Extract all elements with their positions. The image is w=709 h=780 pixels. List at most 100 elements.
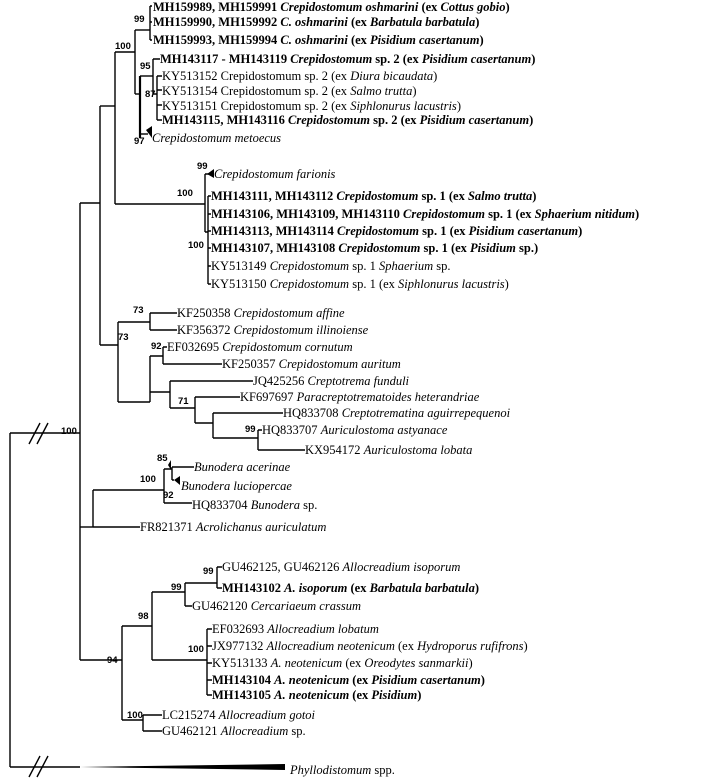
taxon-name-italic: Bunodera acerinae [194,460,291,474]
tip-label: FR821371 Acrolichanus auriculatum [140,520,326,534]
tip-label: KY513152 Crepidostomum sp. 2 (ex Diura b… [162,69,437,83]
taxon-name-italic: Salmo trutta [350,84,413,98]
label-text: FR821371 [140,520,196,534]
taxon-name-italic: Crepidostomum [269,259,350,273]
support-value: 99 [203,566,214,577]
tip-label: Crepidostomum farionis [214,167,335,181]
taxon-name-italic: A. isoporum [284,581,348,595]
support-value: 100 [188,240,204,251]
support-value: 85 [157,453,168,464]
taxon-name-italic: Pisidium [470,241,516,255]
tip-label: MH159990, MH159992 C. oshmarini (ex Barb… [153,15,479,29]
taxon-name-italic: Pisidium casertanum [370,33,480,47]
label-text: sp. [433,259,451,273]
tip-label: HQ833708 Creptotrematina aguirrepequenoi [283,406,510,420]
tip-label: GU462121 Allocreadium sp. [162,724,306,738]
tip-label: MH143105 A. neotenicum (ex Pisidium) [212,688,421,702]
taxon-name-italic: Phyllodistomum [290,763,372,777]
taxon-name-italic: Creptotrema funduli [307,374,410,388]
label-text: ) [433,69,438,83]
label-text: MH143107, MH143108 [211,241,339,255]
label-text: ) [523,639,528,653]
taxon-name-italic: Cottus gobio [440,0,506,14]
label-text: MH159989, MH159991 [153,0,281,14]
label-text: ) [474,581,480,595]
support-value: 95 [140,61,151,72]
label-text: KF697697 [240,390,297,404]
tip-label: MH143111, MH143112 Crepidostomum sp. 1 (… [211,189,536,203]
taxon-name-italic: Diura bicaudata [350,69,434,83]
tip-label: KY513149 Crepidostomum sp. 1 Sphaerium s… [211,259,451,273]
label-text: KY513151 Crepidostomum sp. 2 (ex [162,99,351,113]
taxon-name-italic: Crepidostomum oshmarini [280,0,419,14]
label-text: MH159990, MH159992 [153,15,281,29]
label-text: HQ833708 [283,406,342,420]
label-text: sp.) [515,241,539,255]
taxon-name-italic: C. oshmarini [280,33,348,47]
label-text: ) [635,207,640,221]
support-value: 99 [245,424,256,435]
taxon-name-italic: Allocreadium neotenicum [266,639,395,653]
label-text: KX954172 [305,443,364,457]
support-value: 100 [127,710,143,721]
taxon-name-italic: Crepidostomum [337,224,420,238]
taxon-name-italic: Crepidostomum auritum [278,357,401,371]
taxon-name-italic: Crepidostomum [336,189,419,203]
tip-label: KF250357 Crepidostomum auritum [222,357,401,371]
tip-label: Crepidostomum metoecus [152,131,281,145]
taxon-name-italic: Pisidium casertanum [468,224,579,238]
label-text: ) [412,84,417,98]
tip-label: MH143106, MH143109, MH143110 Crepidostom… [211,207,639,221]
label-text: ) [468,656,473,670]
label-text: (ex [342,656,365,670]
support-value: 98 [138,611,149,622]
taxon-name-italic: Siphlonurus lacustris [350,99,457,113]
taxon-name-italic: Barbatula barbatula [369,581,475,595]
label-text: sp. 1 (ex [418,189,468,203]
support-value: 73 [133,305,144,316]
taxon-name-italic: Bunodera luciopercae [181,479,292,493]
label-text: ) [505,0,510,14]
taxon-name-italic: Crepidostomum illinoiense [233,323,369,337]
taxon-name-italic: Auriculostoma astyanace [320,423,448,437]
label-text: ) [480,673,485,687]
taxon-name-italic: Pisidium casertanum [371,673,481,687]
label-text: spp. [371,763,395,777]
label-text: sp. 1 (ex [349,277,399,291]
label-text: KY513154 Crepidostomum sp. 2 (ex [162,84,351,98]
taxon-name-italic: Crepidostomum [290,52,373,66]
taxon-name-italic: Allocreadium [220,724,289,738]
support-value: 97 [134,136,145,147]
label-text: sp. [300,498,318,512]
label-text: GU462121 [162,724,221,738]
label-text: sp. [288,724,306,738]
label-text: (ex [394,639,418,653]
support-value: 100 [115,41,131,52]
label-text: KF356372 [177,323,234,337]
label-text: MH143111, MH143112 [211,189,337,203]
tip-label: MH143117 - MH143119 Crepidostomum sp. 2 … [160,52,535,66]
tip-label: MH143102 A. isoporum (ex Barbatula barba… [222,581,479,595]
label-text: MH143113, MH143114 [211,224,338,238]
tip-label: KY513154 Crepidostomum sp. 2 (ex Salmo t… [162,84,417,98]
taxon-name-italic: Creptotrematina aguirrepequenoi [341,406,511,420]
label-text: KF250357 [222,357,279,371]
label-text: ) [532,189,537,203]
taxon-name-italic: Paracreptotrematoides heterandriae [296,390,480,404]
label-text: MH143115, MH143116 [162,113,289,127]
taxon-name-italic: A. neotenicum [274,673,350,687]
label-text: ) [479,33,484,47]
taxon-name-italic: Crepidostomum [269,277,350,291]
tip-label: Bunodera acerinae [194,460,290,474]
label-text: MH143105 [212,688,275,702]
label-text: KY513133 [212,656,271,670]
label-text: (ex [347,581,370,595]
tip-label: KX954172 Auriculostoma lobata [305,443,472,457]
label-text: EF032695 [167,340,223,354]
label-text: ) [531,52,536,66]
taxon-name-italic: Crepidostomum [288,113,371,127]
taxon-name-italic: A. neotenicum [274,688,350,702]
label-text: ) [417,688,422,702]
support-value: 99 [171,582,182,593]
